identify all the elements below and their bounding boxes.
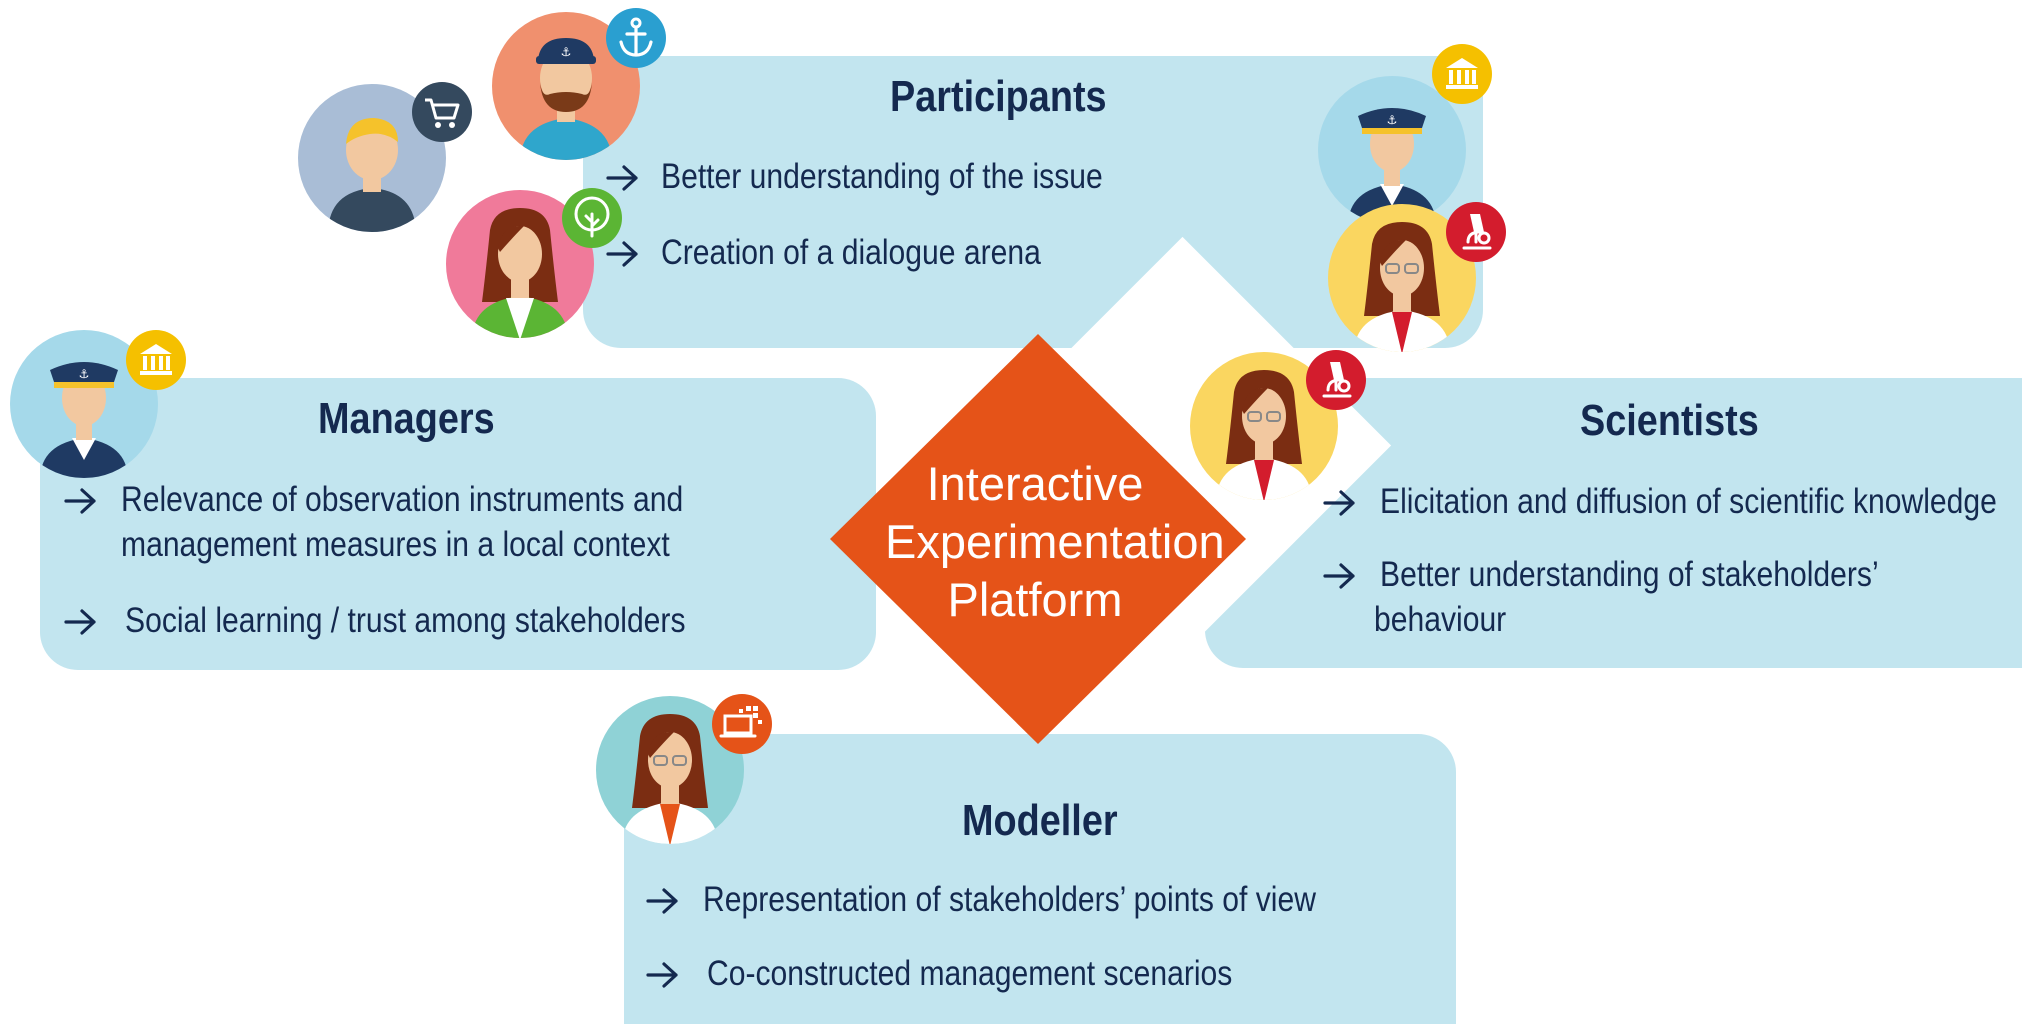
scientist-avatar	[1190, 352, 1338, 500]
shopper-avatar	[298, 84, 446, 232]
captain-avatar: ⚓	[10, 330, 158, 478]
participants-title: Participants	[890, 72, 1107, 121]
modeller-panel	[624, 734, 1456, 1024]
platform-label-line2: Experimentation	[885, 515, 1225, 568]
managers-item: Relevance of observation instruments and	[121, 480, 684, 519]
shopping-cart-icon	[412, 82, 472, 142]
managers-item-continued: management measures in a local context	[121, 525, 670, 564]
scientists-item: Elicitation and diffusion of scientific …	[1380, 482, 1997, 521]
sailor-avatar: ⚓	[492, 12, 640, 160]
participants-item: Better understanding of the issue	[661, 157, 1103, 196]
anchor-icon	[606, 8, 666, 68]
participants-item: Creation of a dialogue arena	[661, 233, 1041, 272]
modeller-avatar	[596, 696, 744, 844]
managers-panel	[40, 378, 876, 670]
arrow-right-icon	[646, 962, 680, 988]
scientists-item-continued: behaviour	[1374, 600, 1507, 639]
institution-icon	[126, 330, 186, 390]
arrow-right-icon	[64, 609, 98, 635]
managers-item: Social learning / trust among stakeholde…	[125, 601, 686, 640]
svg-text:⚓: ⚓	[1387, 113, 1398, 127]
platform-label: Interactive Experimentation Platform	[885, 455, 1225, 629]
modeller-item: Representation of stakeholders’ points o…	[703, 880, 1316, 919]
platform-label-line1: Interactive	[926, 457, 1144, 510]
arrow-right-icon	[1323, 563, 1357, 589]
platform-label-line3: Platform	[947, 573, 1123, 626]
arrow-right-icon	[64, 488, 98, 514]
modeller-item: Co-constructed management scenarios	[707, 954, 1233, 993]
arrow-right-icon	[646, 888, 680, 914]
svg-text:⚓: ⚓	[79, 367, 90, 381]
microscope-icon	[1446, 202, 1506, 262]
scientists-title: Scientists	[1580, 396, 1759, 445]
modeller-title: Modeller	[962, 796, 1118, 845]
farmer-avatar	[446, 190, 594, 338]
computer-icon	[712, 694, 772, 754]
microscope-icon	[1306, 350, 1366, 410]
svg-text:⚓: ⚓	[561, 45, 572, 59]
platform-diamond	[830, 334, 1246, 744]
institution-icon	[1432, 44, 1492, 104]
scientist-avatar	[1328, 204, 1476, 352]
managers-title: Managers	[318, 394, 495, 443]
tree-icon	[562, 188, 622, 248]
scientists-item: Better understanding of stakeholders’	[1380, 555, 1879, 594]
